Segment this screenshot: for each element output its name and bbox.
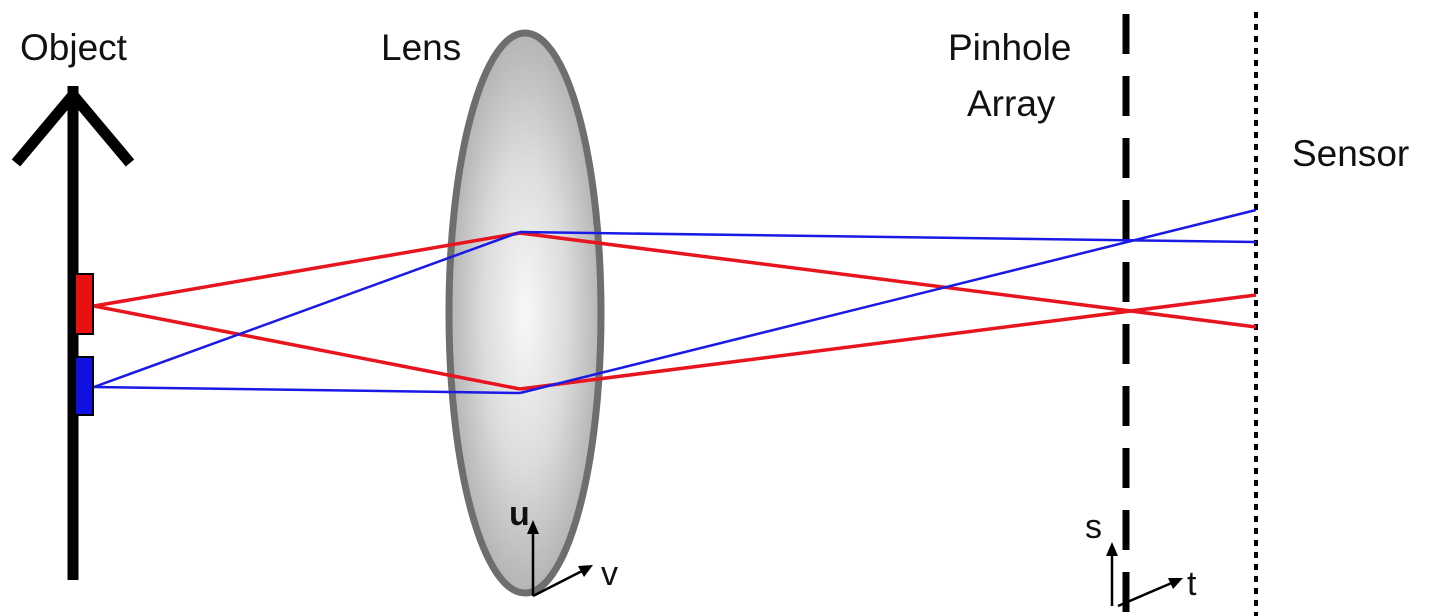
red-object-patch: [74, 273, 94, 335]
pinhole-axis-t-label: t: [1187, 565, 1197, 603]
pinhole-axes: [1106, 542, 1183, 608]
pinhole-label-line1: Pinhole: [948, 27, 1072, 68]
object-label: Object: [20, 27, 127, 68]
lens-label: Lens: [381, 27, 462, 68]
lens-axes: [527, 520, 593, 598]
lens: [445, 29, 605, 597]
lens-axis-u-label: u: [509, 495, 530, 533]
sensor-label: Sensor: [1292, 133, 1410, 174]
blue-rays: [93, 208, 1257, 395]
object-arrow: [11, 86, 135, 580]
blue-object-patch: [74, 356, 94, 416]
pinhole-label-line2: Array: [967, 83, 1056, 124]
pinhole-axis-s-label: s: [1085, 508, 1102, 546]
lens-axis-v-label: v: [601, 555, 618, 593]
red-rays: [93, 231, 1257, 391]
